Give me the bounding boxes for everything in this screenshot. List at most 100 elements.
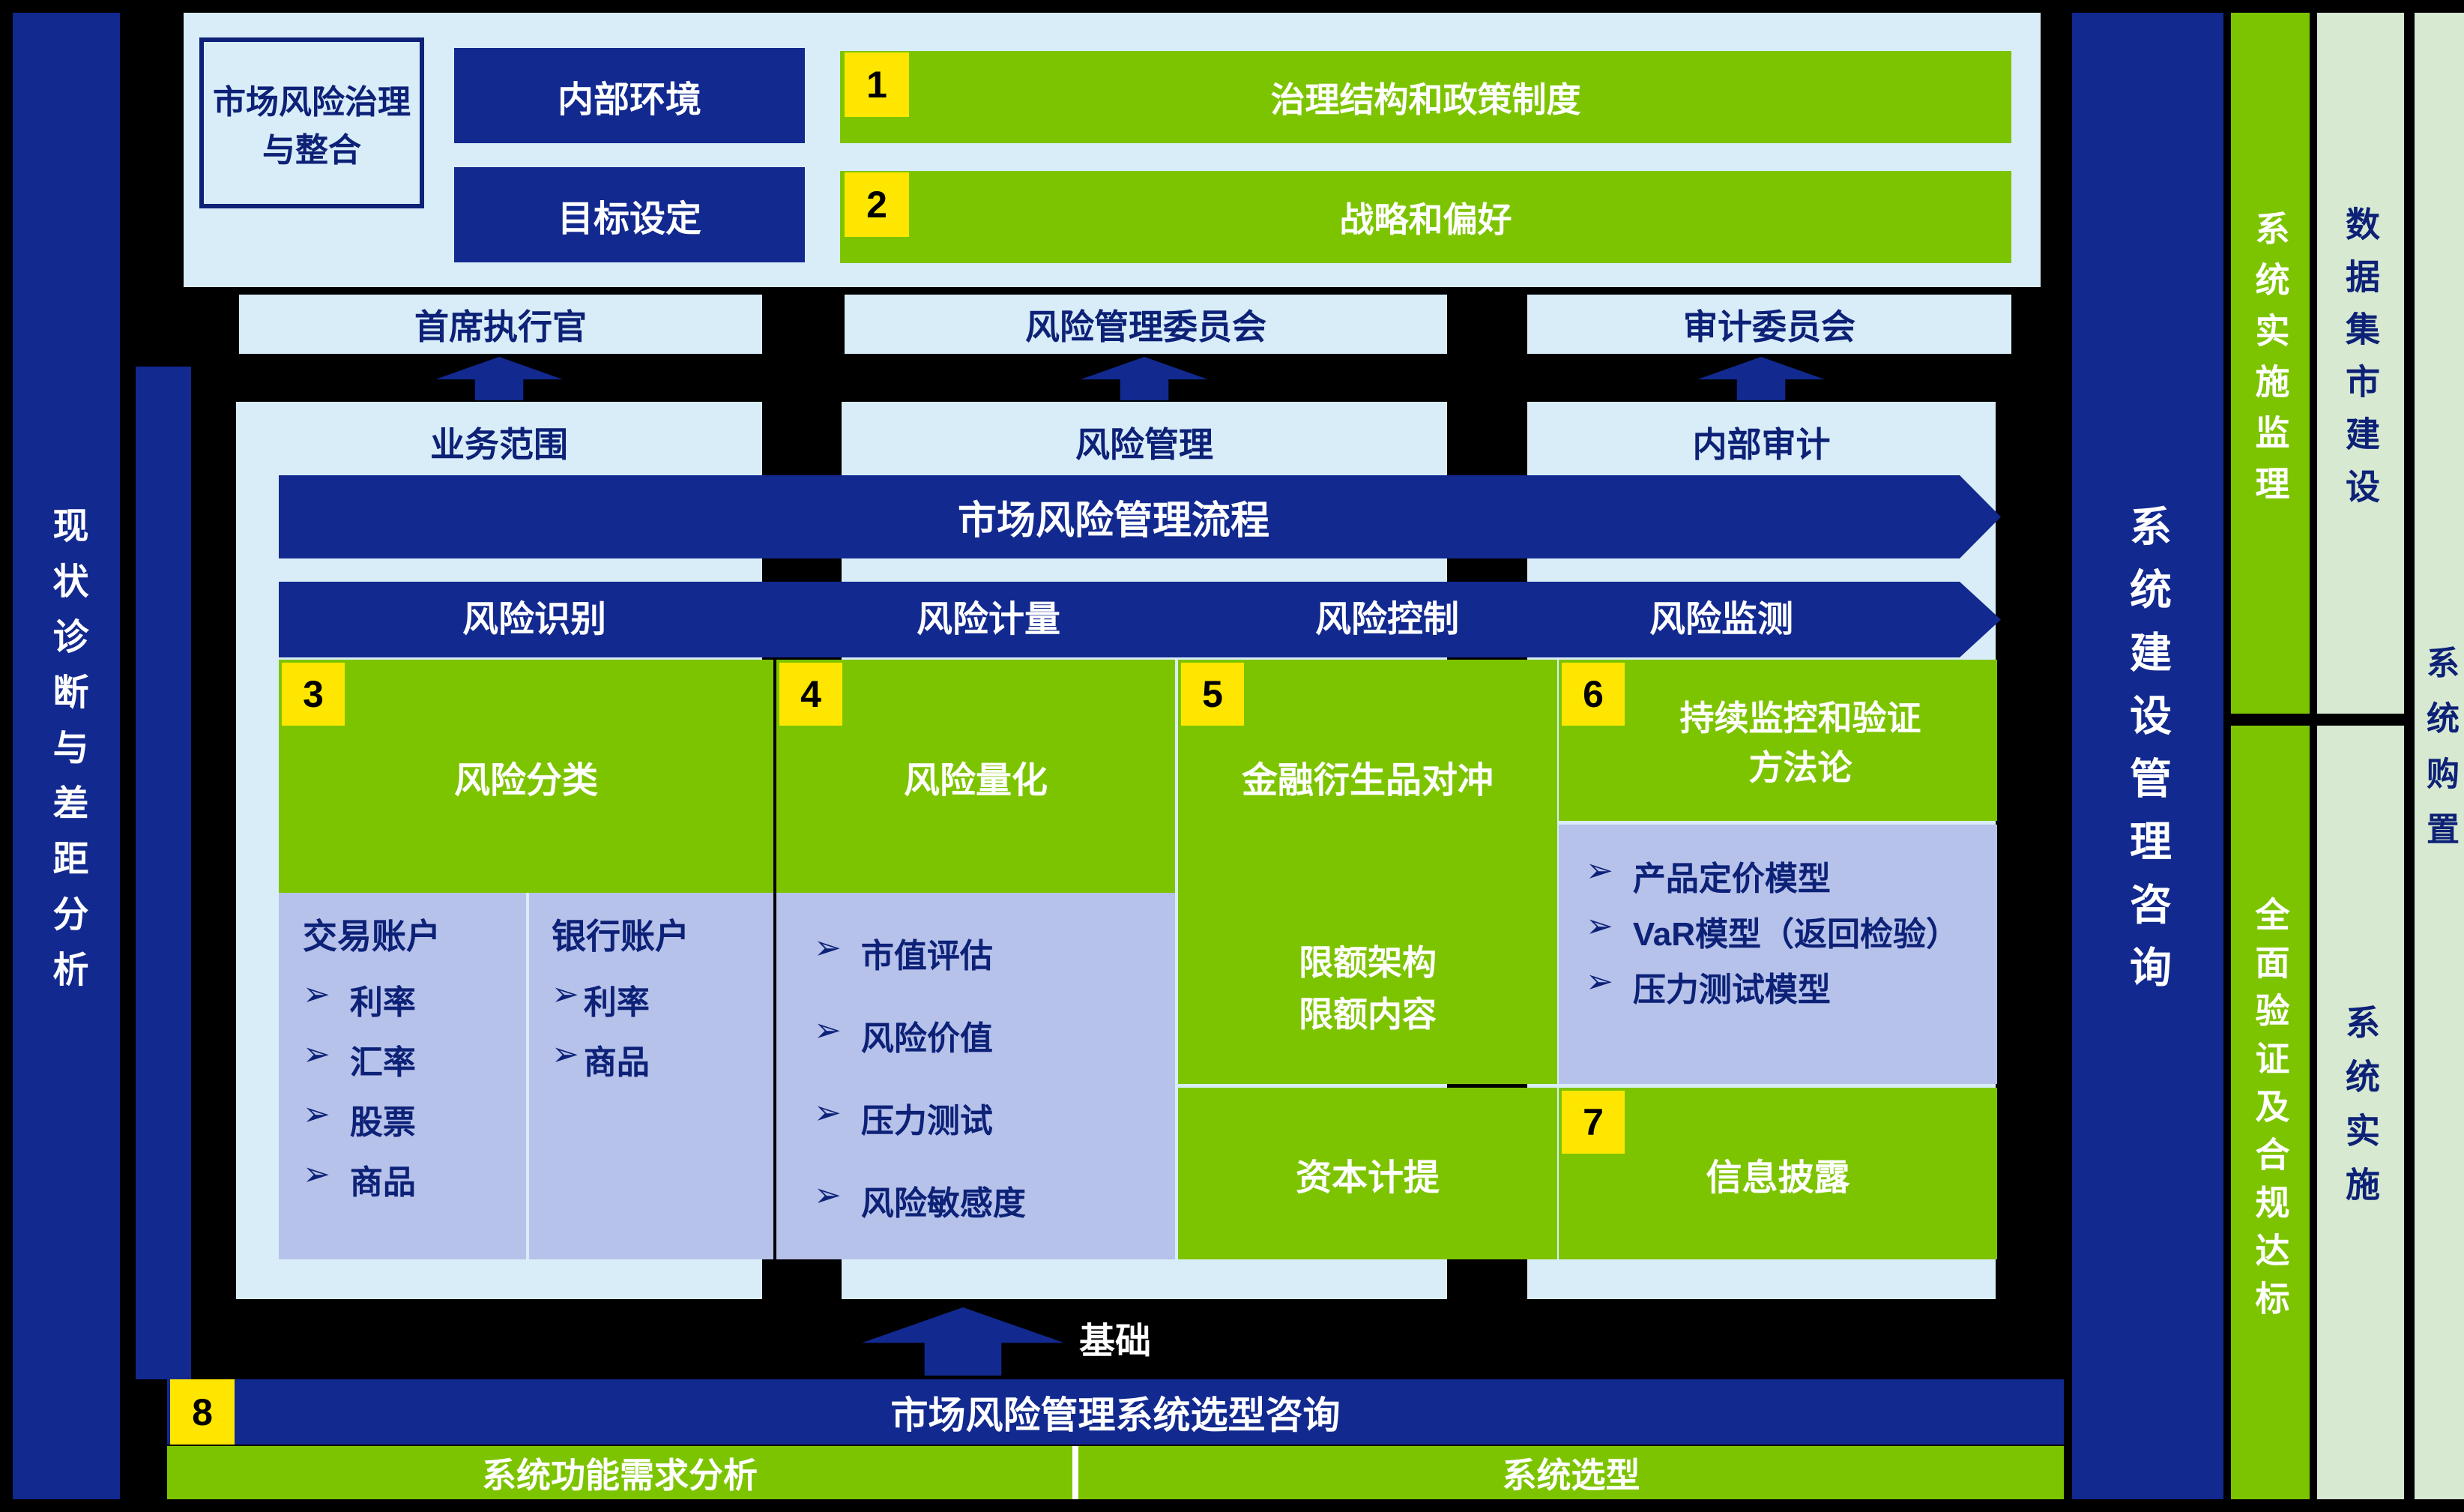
system-selection-banner: 市场风险管理系统选型咨询 (167, 1379, 2064, 1445)
implementation-column: 系统实施 (2317, 726, 2404, 1499)
step-8-badge: 8 (170, 1379, 235, 1445)
step-5-badge: 5 (1181, 663, 1244, 726)
list-item-label: 商品 (349, 1164, 416, 1201)
bullet-icon: ➢ (552, 976, 579, 1013)
list-item: ➢ 股票 (303, 1095, 520, 1143)
consulting-label: 系统建设管理咨询 (2124, 504, 2172, 1008)
list-item: ➢商品 (552, 1035, 767, 1083)
list-item: ➢利率 (552, 975, 767, 1023)
left-phase-label: 现状诊断与差距分析 (46, 506, 87, 1006)
list-item-label: 汇率 (349, 1044, 416, 1081)
list-item: ➢ 汇率 (303, 1035, 520, 1083)
list-item: ➢ 压力测试模型 (1586, 963, 1990, 1010)
bullet-icon: ➢ (552, 1036, 579, 1073)
bullet-icon: ➢ (303, 976, 330, 1013)
information-disclosure-box: 信息披露 (1559, 1088, 1997, 1259)
bullet-icon: ➢ (303, 1096, 330, 1133)
list-item-label: 产品定价模型 (1632, 861, 1831, 897)
list-item-label: 商品 (583, 1044, 650, 1081)
validation-column: 全面验证及合规达标 (2231, 726, 2310, 1499)
consulting-column: 系统建设管理咨询 (2072, 13, 2223, 1499)
left-bracket-strip (136, 367, 191, 1379)
list-item: ➢ 压力测试 (814, 1094, 1168, 1142)
list-item-label: 风险价值 (860, 1019, 993, 1057)
measurement-methods-box: ➢ 市值评估 ➢ 风险价值 ➢ 压力测试 ➢ 风险敏感度 (776, 893, 1175, 1259)
datamart-column: 数据集市建设 (2317, 13, 2404, 714)
step-4-badge: 4 (779, 663, 842, 726)
up-arrow-icon (1697, 357, 1825, 400)
list-item-label: 压力测试模型 (1632, 972, 1831, 1008)
panel-header-internal-audit: 内部审计 (1692, 425, 1831, 464)
step-2-badge: 2 (845, 172, 909, 237)
bar-divider (1072, 1446, 1078, 1499)
bullet-icon: ➢ (814, 1011, 842, 1049)
monitoring-models-box: ➢ 产品定价模型 ➢ VaR模型（返回检验） ➢ 压力测试模型 (1559, 825, 1997, 1084)
foundation-label: 基础 (1079, 1322, 1152, 1361)
process-banner: 市场风险管理流程 (279, 475, 2001, 558)
requirements-analysis-bar: 系统功能需求分析 (167, 1446, 1072, 1499)
risk-quantification-box: 风险量化 (776, 660, 1175, 893)
list-item-label: 市值评估 (860, 937, 993, 975)
bullet-icon: ➢ (303, 1036, 330, 1073)
list-item-label: VaR模型（返回检验） (1632, 916, 1960, 953)
list-item: ➢ VaR模型（返回检验） (1586, 907, 1990, 955)
limits-box: 限额架构 限额内容 (1178, 893, 1557, 1084)
list-item: ➢ 风险价值 (814, 1011, 1168, 1059)
step-risk-monitoring: 风险监测 (1649, 600, 1794, 639)
process-steps-banner: 风险识别 风险计量 风险控制 风险监测 (279, 582, 2001, 657)
continuous-monitoring-box: 持续监控和验证 方法论 (1559, 660, 1997, 821)
up-arrow-icon (435, 357, 563, 400)
implementation-label: 系统实施 (2341, 1005, 2380, 1220)
step-risk-identification: 风险识别 (462, 600, 607, 639)
bullet-icon: ➢ (814, 929, 842, 966)
committee-ceo: 首席执行官 (239, 295, 762, 354)
governance-structure-bar: 治理结构和政策制度 (840, 51, 2011, 143)
up-arrow-icon (1081, 357, 1208, 400)
step-6-badge: 6 (1562, 663, 1625, 726)
list-item-label: 风险敏感度 (860, 1184, 1026, 1222)
bullet-icon: ➢ (303, 1156, 330, 1193)
governance-title-box: 市场风险治理与整合 (199, 37, 424, 208)
step-risk-control: 风险控制 (1314, 600, 1460, 639)
bullet-icon: ➢ (1586, 852, 1613, 889)
supervision-label: 系统实施监理 (2250, 210, 2290, 516)
panel-header-business-scope: 业务范围 (430, 425, 568, 464)
left-phase-bar: 现状诊断与差距分析 (13, 13, 120, 1499)
list-item: ➢ 商品 (303, 1155, 520, 1203)
step-3-badge: 3 (282, 663, 345, 726)
bullet-icon: ➢ (814, 1094, 842, 1131)
system-selection-bar: 系统选型 (1078, 1446, 2064, 1499)
list-item-label: 压力测试 (860, 1102, 993, 1139)
capital-provision-box: 资本计提 (1178, 1088, 1557, 1259)
bullet-icon: ➢ (1586, 963, 1613, 1000)
list-item: ➢ 市值评估 (814, 929, 1168, 977)
step-7-badge: 7 (1562, 1091, 1625, 1154)
purchase-column: 系统购置 (2415, 13, 2464, 1499)
list-item: ➢ 利率 (303, 975, 520, 1023)
datamart-label: 数据集市建设 (2341, 205, 2380, 521)
purchase-label: 系统购置 (2421, 645, 2458, 867)
risk-classification-box: 风险分类 (279, 660, 773, 893)
step-1-badge: 1 (845, 52, 909, 117)
trading-account-title: 交易账户 (303, 917, 441, 956)
trading-account-box: 交易账户 ➢ 利率 ➢ 汇率 ➢ 股票 ➢ 商品 (279, 893, 526, 1259)
validation-label: 全面验证及合规达标 (2250, 897, 2290, 1328)
foundation-arrow-icon (862, 1307, 1064, 1376)
step-risk-measurement: 风险计量 (916, 600, 1061, 639)
bullet-icon: ➢ (1586, 908, 1613, 945)
list-item: ➢ 产品定价模型 (1586, 852, 1990, 900)
list-item-label: 利率 (349, 984, 416, 1021)
bullet-icon: ➢ (814, 1176, 842, 1214)
panel-header-risk-management: 风险管理 (1075, 425, 1213, 464)
list-item-label: 股票 (349, 1104, 416, 1141)
supervision-column: 系统实施监理 (2231, 13, 2310, 714)
internal-environment-box: 内部环境 (454, 48, 805, 143)
goal-setting-box: 目标设定 (454, 167, 805, 262)
list-item: ➢ 风险敏感度 (814, 1176, 1168, 1224)
committee-risk: 风险管理委员会 (845, 295, 1447, 354)
committee-audit: 审计委员会 (1527, 295, 2011, 354)
list-item-label: 利率 (583, 984, 650, 1021)
strategy-preference-bar: 战略和偏好 (840, 171, 2011, 263)
banking-account-box: 银行账户 ➢利率 ➢商品 (529, 893, 773, 1259)
